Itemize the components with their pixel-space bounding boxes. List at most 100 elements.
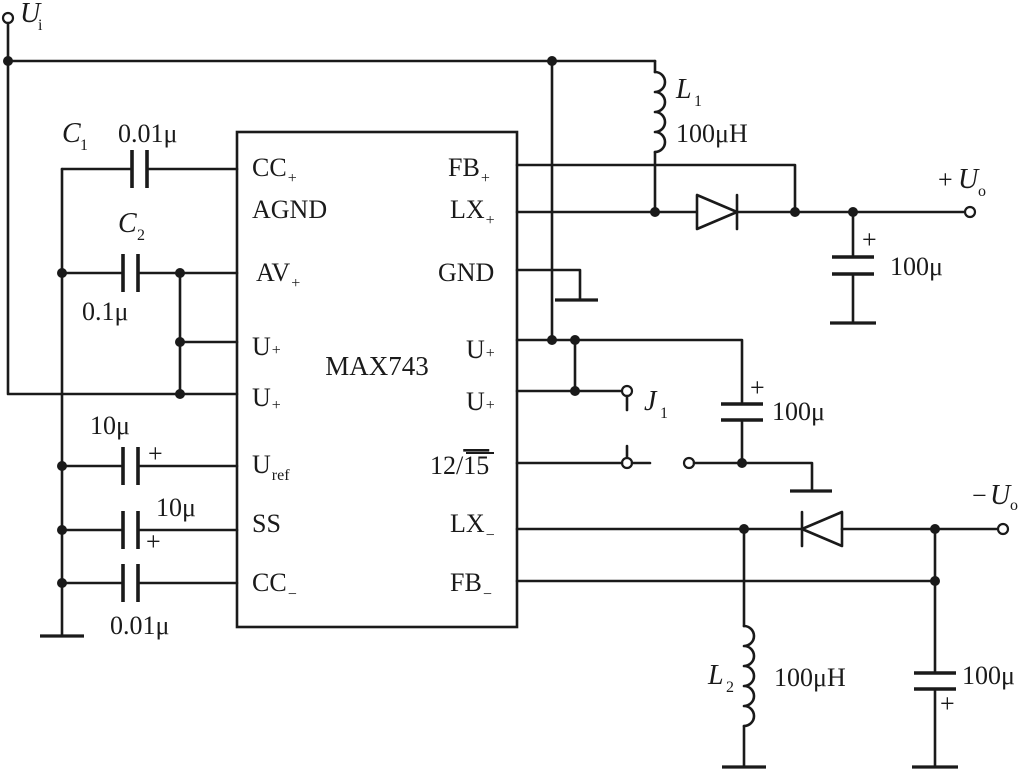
left-pin-u-plus-2: U+ [252, 383, 281, 414]
svg-text:U+: U+ [252, 332, 281, 361]
junction [175, 337, 185, 347]
cap-in-polarity: + [750, 373, 765, 402]
inductor-l2 [722, 527, 766, 769]
svg-text:2: 2 [726, 679, 734, 696]
junction [547, 335, 557, 345]
svg-text:U: U [20, 0, 42, 29]
chip-name: MAX743 [325, 351, 429, 381]
svg-text:1: 1 [80, 137, 88, 154]
svg-text:−: − [972, 481, 987, 510]
capacitor-in [721, 402, 763, 465]
svg-text:1: 1 [694, 93, 702, 110]
svg-text:LX−: LX− [450, 509, 495, 544]
svg-text:0.1μ: 0.1μ [82, 297, 128, 326]
output-pos-terminal: + U o [938, 164, 986, 219]
capacitor-c2 [60, 254, 239, 292]
c2-label: C 2 0.1μ [82, 208, 145, 326]
svg-text:LX+: LX+ [450, 195, 495, 229]
svg-text:100μH: 100μH [774, 663, 846, 692]
svg-text:2: 2 [137, 227, 145, 244]
svg-text:CC−: CC− [252, 568, 297, 603]
junction [3, 56, 13, 66]
cap-ss-polarity: + [146, 527, 161, 556]
right-pin-gnd: GND [438, 258, 494, 287]
svg-text:o: o [978, 183, 986, 200]
svg-text:U+: U+ [466, 335, 495, 364]
left-pin-cc-plus: CC+ [252, 153, 297, 187]
right-pin-fb-minus: FB− [450, 568, 492, 603]
junction [57, 461, 67, 471]
cap-uref-value: 10μ [90, 411, 130, 440]
jumper-j1[interactable] [620, 384, 744, 470]
cap-uref-polarity: + [148, 439, 163, 468]
cap-out-neg-value: 100μ [962, 661, 1015, 690]
junction [57, 525, 67, 535]
right-pin-fb-plus: FB+ [448, 153, 490, 187]
left-pin-cc-minus: CC− [252, 568, 297, 603]
svg-text:12/15: 12/15 [430, 451, 489, 480]
l1-label: L 1 100μH [675, 74, 748, 148]
svg-text:FB+: FB+ [448, 153, 490, 187]
svg-text:U: U [990, 480, 1012, 511]
svg-text:o: o [1010, 497, 1018, 514]
cap-in-ground-wire [740, 461, 814, 492]
svg-text:0.01μ: 0.01μ [118, 119, 177, 148]
input-left-wire [6, 21, 239, 396]
cap-out-pos-polarity: + [862, 225, 877, 254]
svg-text:CC+: CC+ [252, 153, 297, 187]
cap-out-neg-polarity: + [940, 689, 955, 718]
right-uplus-wire-1 [515, 338, 744, 404]
fb-plus-wire [515, 163, 797, 214]
l2-label: L 2 100μH [707, 660, 846, 696]
junction [57, 578, 67, 588]
svg-text:+: + [938, 165, 953, 194]
svg-text:L: L [707, 660, 724, 691]
gnd-wire [515, 268, 582, 301]
capacitor-out-pos [830, 210, 876, 325]
cap-cc-minus-value: 0.01μ [110, 611, 169, 640]
junction [175, 389, 185, 399]
junction [790, 207, 800, 217]
diode-neg [800, 510, 844, 548]
right-pin-u-plus-2: U+ [466, 387, 495, 416]
svg-text:U: U [958, 164, 980, 195]
right-pin-lx-plus: LX+ [450, 195, 495, 229]
svg-text:Uref: Uref [252, 450, 290, 484]
svg-text:C: C [62, 118, 81, 149]
junction [650, 207, 660, 217]
right-pin-u-plus-1: U+ [466, 335, 495, 364]
j1-label: J 1 [644, 386, 668, 422]
inductor-l1 [653, 59, 667, 215]
svg-text:AV+: AV+ [256, 258, 300, 292]
svg-text:L: L [675, 74, 692, 105]
junction [570, 386, 580, 396]
right-pin-12-15: 12/15 [430, 451, 494, 480]
svg-text:1: 1 [660, 405, 668, 422]
left-pin-u-plus-1: U+ [252, 332, 281, 361]
svg-text:i: i [38, 17, 43, 34]
cap-out-pos-value: 100μ [890, 252, 943, 281]
cap-in-value: 100μ [772, 397, 825, 426]
left-pin-uref: Uref [252, 450, 290, 484]
max743-chip-body [235, 130, 519, 629]
left-pin-ss: SS [252, 509, 281, 538]
left-pin-agnd: AGND [252, 195, 327, 224]
c1-label: C 1 0.01μ [62, 118, 177, 154]
capacitor-cc-minus [60, 564, 239, 602]
right-pin-lx-minus: LX− [450, 509, 495, 544]
svg-text:U+: U+ [252, 383, 281, 414]
left-pin-av-plus: AV+ [256, 258, 300, 292]
junction [57, 268, 67, 278]
svg-text:100μH: 100μH [676, 119, 748, 148]
capacitor-uref [60, 447, 239, 485]
capacitor-c1 [60, 150, 239, 188]
svg-text:U+: U+ [466, 387, 495, 416]
output-neg-terminal: − U o [972, 480, 1018, 536]
svg-text:J: J [644, 386, 658, 417]
capacitor-ss [60, 511, 239, 549]
capacitor-out-neg [912, 671, 958, 769]
cap-ss-value: 10μ [156, 493, 196, 522]
diode-pos [695, 193, 739, 231]
